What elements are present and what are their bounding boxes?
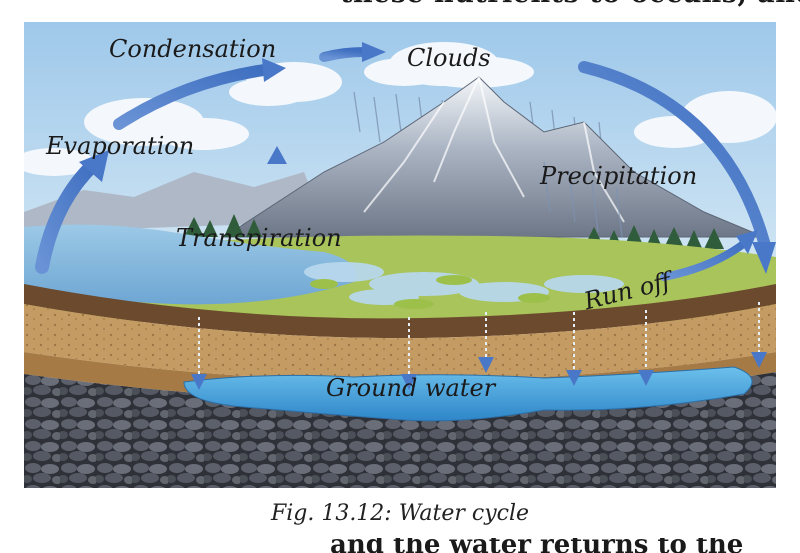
cycle-arrows <box>35 47 770 281</box>
precipitation-arrow-shaft <box>578 61 770 248</box>
cycle-arrow-heads <box>79 42 776 274</box>
ground-water-body <box>183 366 753 422</box>
infiltration-arrows <box>191 302 767 390</box>
label-precipitation: Precipitation <box>539 162 697 190</box>
label-condensation: Condensation <box>109 35 276 63</box>
water-cycle-diagram: Condensation Clouds Evaporation Precipit… <box>14 22 777 488</box>
rain-over-mountain <box>543 161 623 238</box>
top-partial-text: these nutrients to oceans, and <box>340 0 800 18</box>
figure-caption: Fig. 13.12: Water cycle <box>270 501 530 526</box>
label-clouds: Clouds <box>407 44 491 72</box>
precipitation-arrowhead <box>752 242 776 274</box>
bottom-partial-text: and the water returns to the <box>330 538 744 553</box>
marsh-islands <box>310 275 550 309</box>
clouds-arrowhead <box>362 42 386 62</box>
label-transpiration: Transpiration <box>176 224 342 252</box>
condensation-arrow-shaft <box>113 64 270 130</box>
distant-mountains <box>24 172 324 232</box>
transpiration-arrowhead <box>267 146 287 164</box>
run-off-arrow-shaft <box>660 238 750 281</box>
topsoil-layer <box>24 284 776 339</box>
condensation-arrowhead <box>262 58 286 82</box>
subsoil-layer <box>24 304 776 382</box>
evaporation-arrow-shaft <box>35 157 101 274</box>
label-ground-water: Ground water <box>326 374 497 402</box>
to-clouds-arrow-shaft <box>319 47 369 62</box>
cloud-shapes <box>14 42 777 176</box>
mountain-snow-ridges <box>363 76 625 223</box>
water-cycle-illustration: Condensation Clouds Evaporation Precipit… <box>14 22 777 488</box>
evaporation-arrowhead <box>79 150 109 182</box>
lake <box>24 224 356 305</box>
main-mountain <box>222 76 765 238</box>
label-evaporation: Evaporation <box>45 132 194 160</box>
run-off-arrowhead <box>736 230 758 254</box>
